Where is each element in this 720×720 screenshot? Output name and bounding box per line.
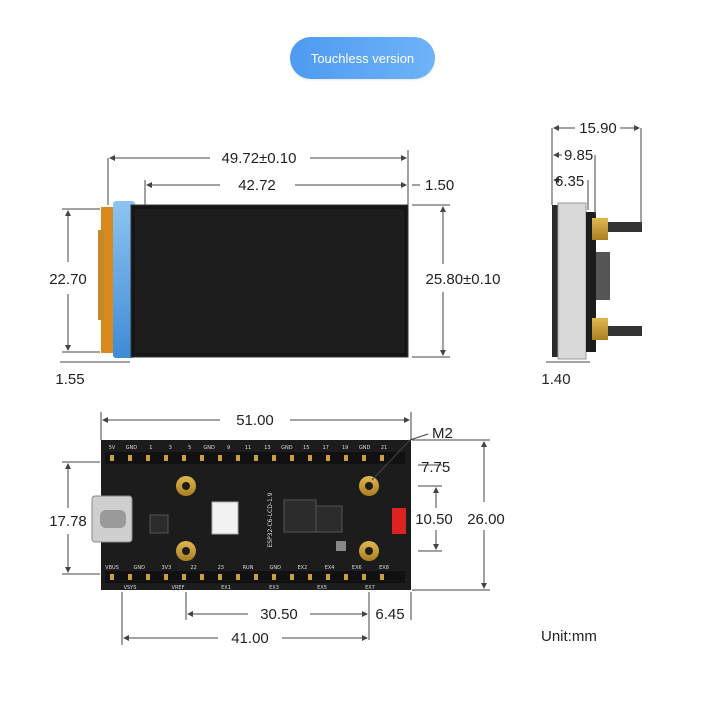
dim-side-mid: 9.85 bbox=[564, 147, 593, 164]
dim-right-height: 25.80±0.10 bbox=[426, 271, 501, 288]
pin-label: EX4 bbox=[325, 565, 335, 571]
side-view: 15.90 9.85 6.35 1.40 bbox=[541, 120, 642, 388]
pin-label: 3V3 bbox=[162, 565, 172, 571]
dim-bottom-offset: 1.55 bbox=[55, 371, 84, 388]
pin-label: 5 bbox=[188, 445, 191, 451]
dim-display-width: 42.72 bbox=[238, 177, 276, 194]
pin-label: 15 bbox=[303, 445, 309, 451]
pin-label: 21 bbox=[381, 445, 387, 451]
pin-label: GND bbox=[126, 445, 138, 451]
pin-label: GND bbox=[359, 445, 371, 451]
small-component bbox=[336, 541, 346, 551]
side-pcb bbox=[586, 212, 596, 352]
pin-label: VREF bbox=[172, 585, 185, 591]
pin-labels-bottom: VBUS GND 3V3 22 23 RUN GND EX2 EX4 EX6 EX8 bbox=[105, 565, 389, 571]
dim-right-margin: 1.50 bbox=[425, 177, 454, 194]
pin-label: 22 bbox=[190, 565, 196, 571]
dim-side-total: 15.90 bbox=[579, 120, 617, 137]
dim-hole-to-top: 7.75 bbox=[421, 459, 450, 476]
pin-label: 9 bbox=[227, 445, 230, 451]
pin-label: GND bbox=[133, 565, 145, 571]
pin-label: 11 bbox=[245, 445, 251, 451]
pin-label: EX7 bbox=[365, 585, 375, 591]
pin-label: GND bbox=[269, 565, 281, 571]
secondary-chip bbox=[315, 505, 343, 533]
pin-label: VBUS bbox=[105, 565, 119, 571]
side-header-bottom bbox=[596, 326, 642, 336]
side-usb bbox=[596, 252, 610, 300]
dim-side-near: 6.35 bbox=[555, 173, 584, 190]
pin-label: 5V bbox=[109, 445, 116, 451]
pin-label: EX3 bbox=[269, 585, 279, 591]
hole-size-label: M2 bbox=[432, 425, 453, 442]
pin-label: GND bbox=[203, 445, 215, 451]
usb-c-port bbox=[100, 510, 126, 528]
pin-label: GND bbox=[281, 445, 293, 451]
dim-board-height: 26.00 bbox=[467, 511, 505, 528]
side-header-top bbox=[596, 222, 642, 232]
header-pins-bottom bbox=[110, 574, 384, 580]
version-badge-label: Touchless version bbox=[310, 50, 415, 66]
pin-label: 19 bbox=[342, 445, 348, 451]
header-pins-top bbox=[110, 455, 384, 461]
dim-usb-height: 17.78 bbox=[49, 513, 87, 530]
dim-usb-to-hole: 41.00 bbox=[231, 630, 269, 647]
dim-hole-spacing-v: 10.50 bbox=[415, 511, 453, 528]
unit-label: Unit:mm bbox=[541, 628, 597, 645]
side-pin-top bbox=[592, 218, 608, 240]
battery-connector bbox=[211, 501, 239, 535]
pin-label: 23 bbox=[218, 565, 224, 571]
version-badge: Touchless version bbox=[290, 37, 435, 79]
pin-label: RUN bbox=[243, 565, 254, 571]
main-chip bbox=[283, 499, 317, 533]
pin-label: 1 bbox=[149, 445, 152, 451]
display-bezel bbox=[113, 201, 135, 358]
side-pin-bottom bbox=[592, 318, 608, 340]
pin-label: EX8 bbox=[379, 565, 389, 571]
pin-label: EX6 bbox=[352, 565, 362, 571]
pin-label: EX2 bbox=[298, 565, 308, 571]
pin-label: 3 bbox=[169, 445, 172, 451]
silkscreen-label: ESP32-C6-LCD-1.9 bbox=[267, 492, 274, 547]
dim-total-width: 49.72±0.10 bbox=[222, 150, 297, 167]
lcd-active-area bbox=[135, 209, 404, 353]
front-view: 49.72±0.10 42.72 1.50 22.70 25.80±0.10 1… bbox=[49, 150, 500, 388]
flex-cable bbox=[101, 207, 115, 353]
pin-label: 17 bbox=[323, 445, 329, 451]
side-lcd bbox=[552, 205, 558, 357]
pin-label: 13 bbox=[264, 445, 270, 451]
pin-label: EX5 bbox=[317, 585, 327, 591]
pin-labels-bottom-2: VSYS VREF EX1 EX3 EX5 EX7 bbox=[124, 585, 375, 591]
flex-connector bbox=[98, 230, 104, 320]
pin-label: EX1 bbox=[221, 585, 231, 591]
regulator-chip bbox=[149, 514, 169, 534]
side-bezel bbox=[557, 202, 587, 360]
dim-hole-to-edge: 6.45 bbox=[375, 606, 404, 623]
dim-board-width: 51.00 bbox=[236, 412, 274, 429]
boot-button bbox=[392, 508, 406, 534]
dim-hole-spacing-h: 30.50 bbox=[260, 606, 298, 623]
dim-side-thickness: 1.40 bbox=[541, 371, 570, 388]
pin-label: VSYS bbox=[124, 585, 137, 591]
dim-left-height: 22.70 bbox=[49, 271, 87, 288]
